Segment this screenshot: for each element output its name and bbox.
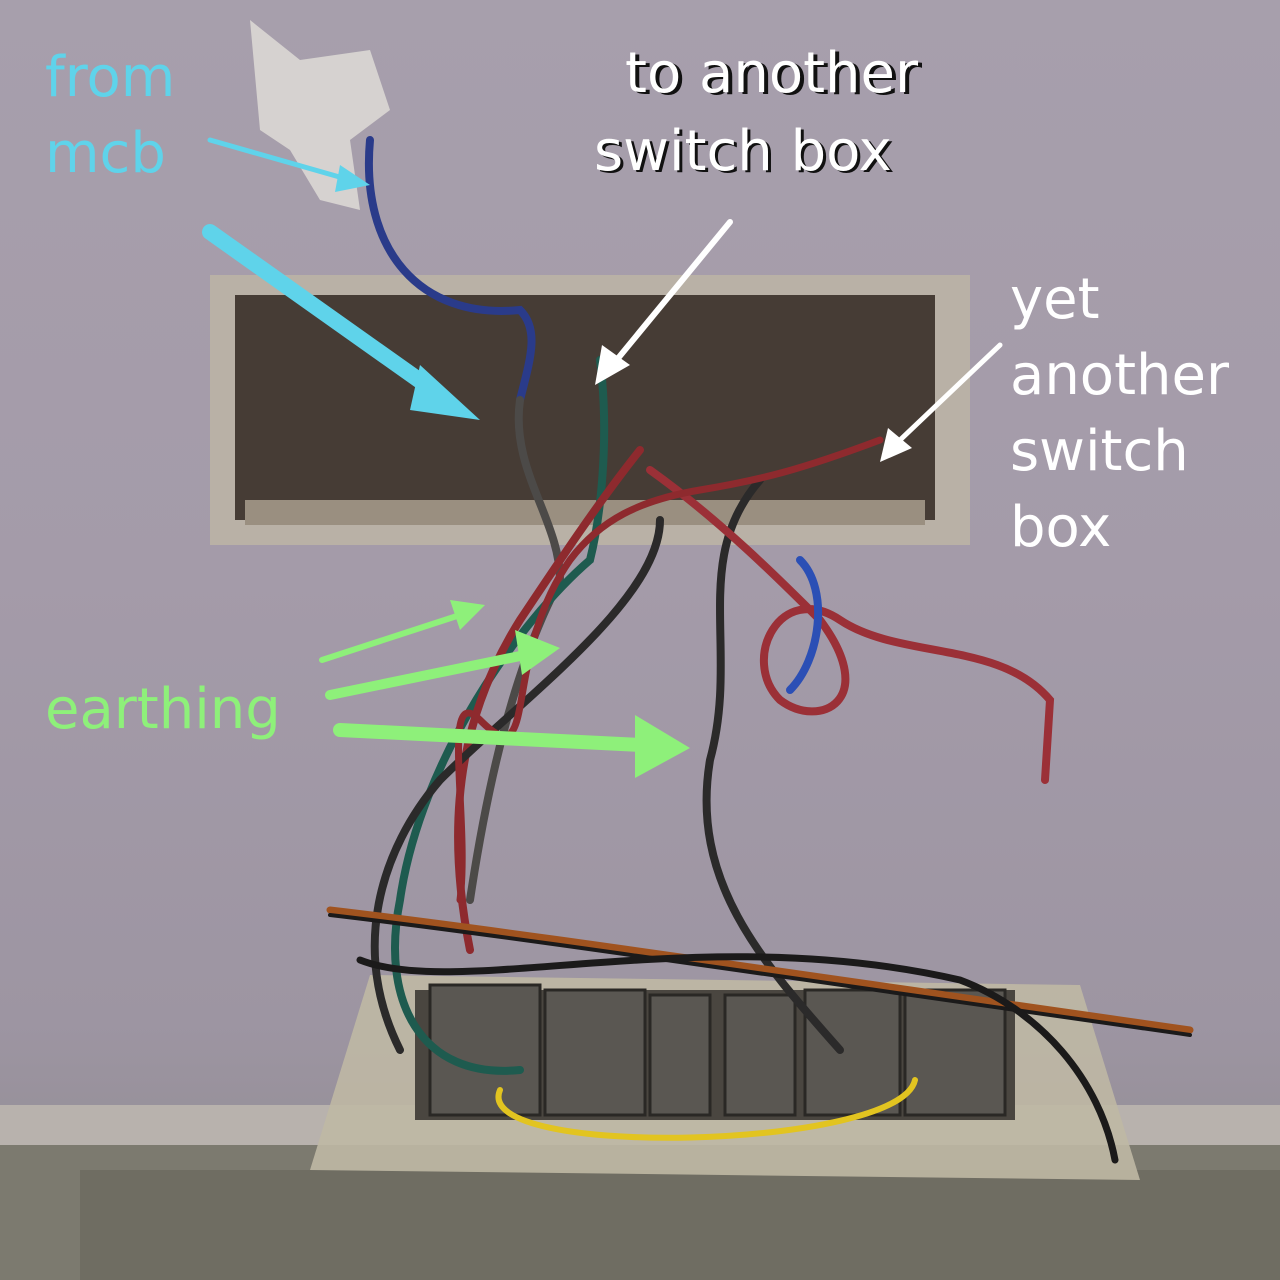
sink-inner: [80, 1170, 1280, 1280]
label-switch-box: switch box: [594, 119, 892, 184]
label-yet: yet: [1010, 267, 1100, 332]
annotation-arrows: [202, 137, 1003, 778]
label-switch: switch: [1010, 419, 1189, 484]
tape: [250, 20, 390, 210]
label-another: another: [1010, 343, 1229, 408]
label-box: box: [1010, 495, 1112, 560]
switch-units: [428, 983, 1007, 1117]
label-from: from: [45, 45, 176, 110]
label-to-another: to another: [625, 41, 919, 106]
label-earthing: earthing: [45, 677, 281, 742]
label-mcb: mcb: [45, 121, 166, 186]
